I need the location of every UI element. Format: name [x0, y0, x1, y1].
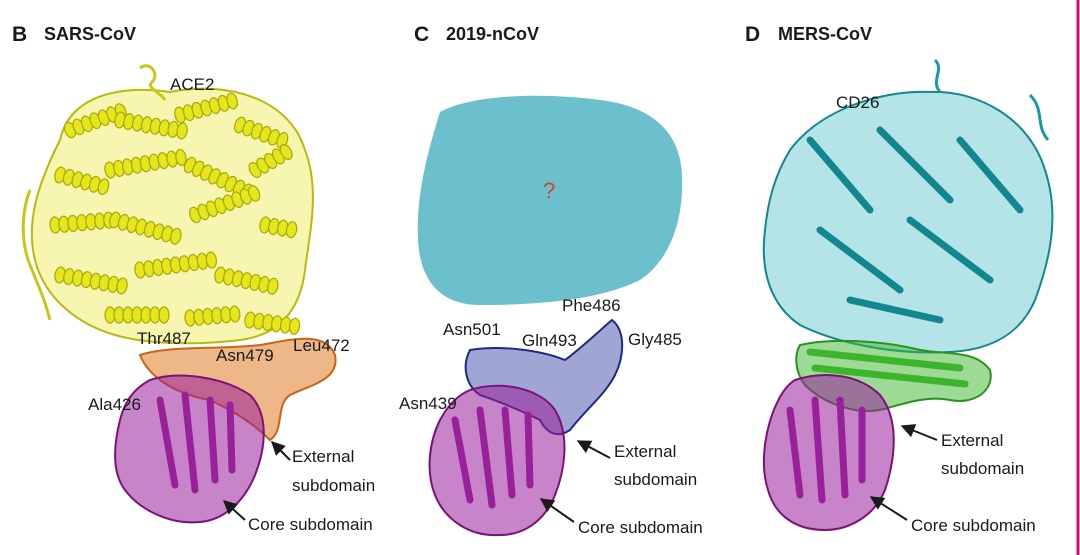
ncov-external-arrow	[576, 440, 611, 459]
ncov-core-arrow	[539, 498, 575, 523]
panel-c-letter: C	[414, 23, 429, 46]
sars-core-arrow	[222, 500, 246, 521]
residue-asn439: Asn439	[399, 394, 457, 413]
panel-d: D MERS-CoV CD26 External subdomain Core …	[745, 23, 1054, 535]
cd26-structure	[762, 58, 1054, 354]
sars-core-strand	[181, 391, 199, 494]
panel-d-title: MERS-CoV	[778, 24, 872, 44]
residue-leu472: Leu472	[293, 336, 350, 355]
ncov-external-label-line2: subdomain	[614, 470, 697, 489]
mers-external-strand	[811, 364, 969, 388]
residue-thr487: Thr487	[137, 329, 191, 348]
sars-core-strand	[226, 401, 236, 474]
sars-external-arrow	[271, 441, 291, 461]
mers-core-label: Core subdomain	[911, 516, 1036, 535]
ace2-helix	[188, 185, 261, 224]
ncov-core-strand	[524, 411, 534, 489]
cd26-strand	[846, 296, 944, 324]
cd26-loop-right	[1028, 93, 1050, 141]
ace2-loop-left	[21, 189, 52, 321]
sars-core-label: Core subdomain	[248, 515, 373, 534]
residue-gly485: Gly485	[628, 330, 682, 349]
ace2-helix	[214, 266, 279, 295]
cd26-strand	[876, 126, 954, 204]
question-mark: ?	[543, 178, 555, 203]
residue-asn501: Asn501	[443, 320, 501, 339]
ace2-helix	[184, 305, 241, 327]
ace2-helix	[114, 111, 188, 140]
residue-asn479: Asn479	[216, 346, 274, 365]
mers-external-label-line1: External	[941, 431, 1003, 450]
ncov-core-label: Core subdomain	[578, 518, 703, 537]
mers-external-strand	[806, 348, 964, 372]
cd26-strand	[806, 136, 874, 214]
sars-external-label-line1: External	[292, 447, 354, 466]
sars-external-label-line2: subdomain	[292, 476, 375, 495]
ace2-helix	[104, 148, 187, 179]
unknown-receptor-blob	[417, 95, 683, 305]
mers-core-subdomain	[762, 374, 895, 532]
mers-core-strand	[836, 396, 849, 499]
ace2-helix	[54, 266, 128, 295]
sars-core-strand	[156, 396, 179, 489]
residue-ala426: Ala426	[88, 395, 141, 414]
residue-phe486: Phe486	[562, 296, 621, 315]
ace2-helix	[54, 166, 110, 196]
residue-gln493: Gln493	[522, 331, 577, 350]
panel-b-title: SARS-CoV	[44, 24, 136, 44]
panel-d-letter: D	[745, 23, 760, 46]
cd26-strand	[906, 216, 994, 284]
ncov-core-strand	[451, 416, 474, 504]
cd26-strand	[816, 226, 904, 294]
panel-c-title: 2019-nCoV	[446, 24, 539, 44]
ace2-helix	[244, 311, 301, 335]
mers-core-arrow	[869, 496, 908, 521]
mers-core-strand	[811, 396, 826, 504]
panel-b-letter: B	[12, 23, 27, 46]
ace2-helix	[104, 306, 170, 324]
ncov-core-strand	[501, 406, 516, 499]
cd26-strand	[956, 136, 1024, 214]
ace2-helix	[233, 116, 289, 149]
ace2-helix	[248, 144, 293, 178]
cd26-loop-top	[933, 58, 942, 93]
mers-external-arrow	[900, 424, 938, 441]
cd26-label: CD26	[836, 93, 879, 112]
ncov-external-label-line1: External	[614, 442, 676, 461]
mers-core-strand	[786, 406, 804, 499]
ace2-helix	[183, 156, 254, 200]
sars-core-strand	[206, 396, 219, 484]
ace2-loop-top	[139, 64, 167, 101]
ace2-label: ACE2	[170, 75, 214, 94]
ace2-helix	[63, 103, 127, 139]
ncov-core-strand	[476, 406, 496, 509]
ace2-helix	[174, 92, 239, 124]
ace2-helix	[134, 251, 217, 279]
mers-external-label-line2: subdomain	[941, 459, 1024, 478]
ace2-helix	[109, 211, 182, 245]
ace2-structure	[21, 64, 314, 345]
panel-c: C 2019-nCoV ? Phe486 Asn501 Gln493 Gly48…	[399, 23, 703, 537]
ace2-helix	[259, 216, 298, 239]
